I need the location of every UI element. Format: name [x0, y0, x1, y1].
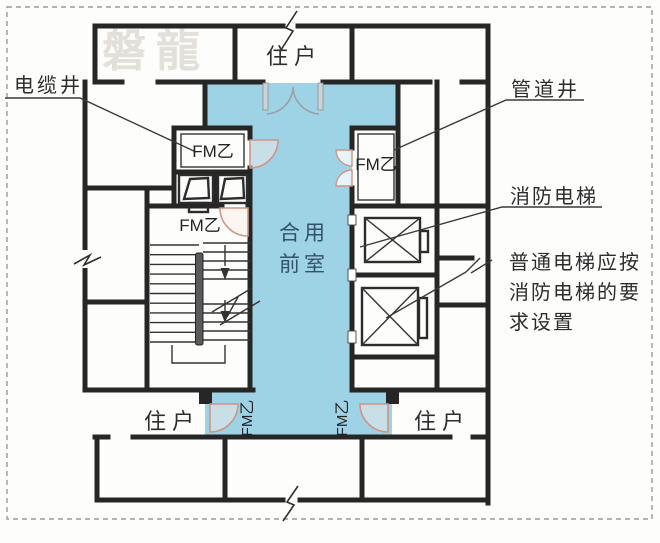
figure-dashed-border — [6, 6, 653, 520]
watermark-text: 磐龍 — [102, 27, 210, 76]
elevator-door-notch — [347, 330, 357, 344]
fire-door-label-bottom-left: FM乙 — [239, 400, 256, 437]
elevator-counterweight — [418, 229, 430, 254]
staircase — [150, 242, 261, 364]
elevator-door-notch — [347, 214, 357, 226]
elevator-door-notch — [347, 268, 357, 282]
room-label-resident-top: 住户 — [266, 44, 322, 69]
leader-pipe-shaft — [393, 99, 584, 151]
fire-door-label-bottom-right: FM乙 — [334, 400, 351, 437]
callout-fire-elevator-label: 消防电梯 — [510, 185, 598, 208]
stair-handrail — [195, 252, 204, 346]
fire-door-label-pipe: FM乙 — [355, 155, 397, 174]
vent-flap-icon — [219, 176, 246, 201]
fire-elevator-shaft-1 — [363, 216, 430, 264]
plan-walls — [82, 23, 491, 506]
leader-cable-shaft — [5, 97, 197, 153]
pipe-shaft-room — [357, 133, 395, 201]
callout-note-line2: 消防电梯的要 — [509, 281, 641, 304]
fire-door-label-stair: FM乙 — [179, 216, 221, 235]
wall-break-top — [280, 10, 298, 51]
vent-shafts — [177, 173, 249, 214]
fire-door-arc-stair — [219, 207, 249, 237]
wall-break-left — [73, 250, 102, 268]
room-label-resident-bottom-left: 住户 — [144, 409, 200, 434]
leader-fire-elevator — [359, 206, 602, 248]
fire-door-label-cable: FM乙 — [192, 142, 234, 161]
fire-door-arc-cable — [249, 139, 279, 169]
stair-landing — [171, 345, 226, 364]
callout-note-line1: 普通电梯应按 — [509, 251, 641, 274]
lobby-label-line2: 前室 — [279, 253, 329, 276]
fire-door-arc-bottom-right — [359, 403, 389, 433]
callout-pipe-shaft-label: 管道井 — [511, 78, 580, 101]
stair-cut-line — [211, 287, 261, 326]
callout-leaders — [5, 97, 602, 319]
fire-door-flap-pipe — [335, 149, 353, 167]
wall-break-bottom — [282, 485, 299, 522]
leader-note-with-break — [385, 257, 493, 319]
cable-shaft-room — [180, 133, 245, 168]
vent-flap-icon — [182, 176, 211, 201]
elevator-cross-icon — [364, 217, 421, 263]
callout-note-line3: 求设置 — [509, 311, 575, 334]
fire-door-flap-pipe — [335, 169, 353, 187]
callout-cable-shaft-label: 电缆井 — [14, 74, 83, 97]
elevator-counterweight — [417, 296, 429, 340]
room-label-resident-bottom-right: 住户 — [414, 409, 470, 434]
double-entry-door — [262, 82, 324, 115]
fire-door-arc-bottom-left — [209, 403, 239, 433]
fire-doors — [209, 139, 389, 433]
lobby-label-line1: 合用 — [279, 222, 329, 245]
stair-direction-arrow — [220, 268, 230, 280]
fire-elevator-shaft-2 — [360, 286, 429, 347]
